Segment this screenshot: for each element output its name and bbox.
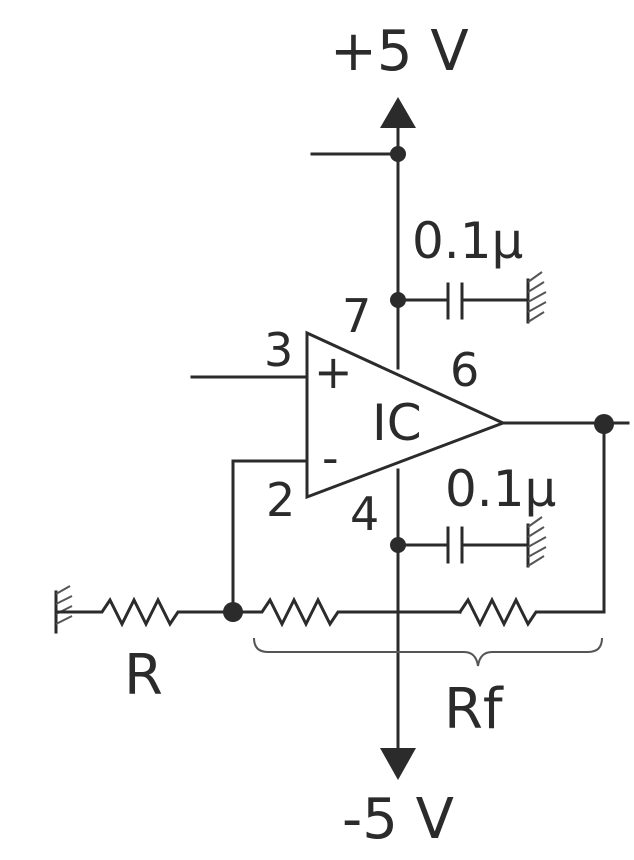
- resistor-rf-2: [457, 596, 606, 628]
- resistor-rf-1: [231, 596, 462, 628]
- cap-bottom-label: 0.1μ: [445, 460, 556, 518]
- pin-4-label: 4: [350, 487, 379, 541]
- opamp-label: IC: [372, 394, 422, 452]
- ground-icon: [54, 585, 73, 634]
- pin-7-label: 7: [342, 289, 371, 343]
- opamp-triangle: [305, 330, 507, 500]
- positive-supply-label: +5 V: [330, 19, 469, 84]
- ground-icon: [526, 271, 547, 324]
- pin-3-label: 3: [264, 323, 293, 377]
- pin-6-label: 6: [450, 343, 479, 397]
- negative-supply-arrow: [380, 748, 416, 780]
- resistor-r-label: R: [124, 643, 163, 708]
- junction-top: [390, 146, 406, 162]
- cap-top-label: 0.1μ: [412, 212, 523, 270]
- negative-supply-label: -5 V: [342, 787, 454, 852]
- resistor-rf-label: Rf: [444, 677, 504, 742]
- pin-2-label: 2: [266, 473, 295, 527]
- resistor-r: [54, 596, 235, 628]
- positive-supply-arrow: [380, 97, 416, 128]
- rf-brace: [253, 637, 603, 667]
- opamp-minus-symbol: -: [322, 431, 339, 485]
- ground-icon: [526, 516, 547, 568]
- opamp-plus-symbol: +: [314, 345, 353, 399]
- inverting-input-wire: [231, 459, 309, 614]
